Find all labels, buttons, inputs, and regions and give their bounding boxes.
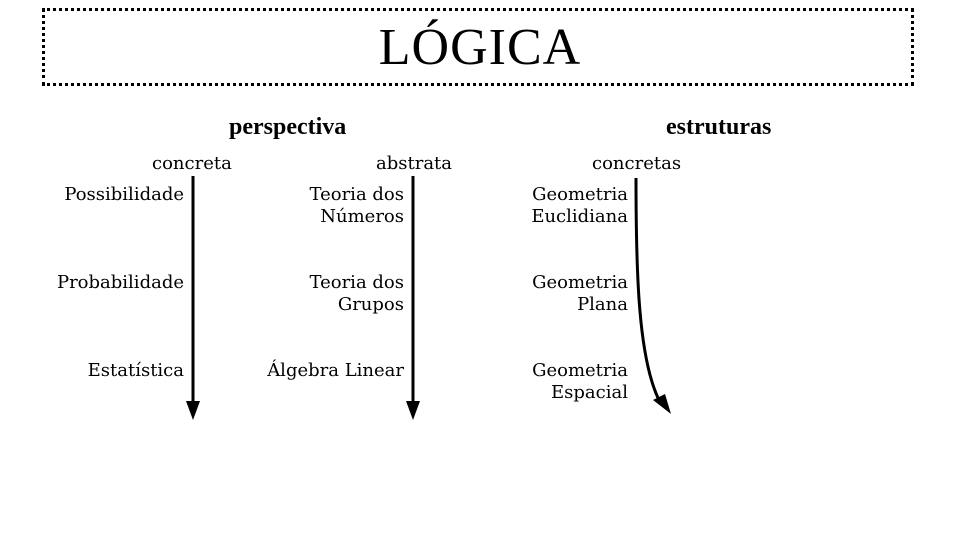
column-label-concreta: concreta	[152, 153, 232, 174]
arrow-head	[186, 401, 200, 420]
title-box	[42, 8, 914, 86]
list-item-line: Geometria	[532, 272, 628, 293]
arrow-abstrata	[406, 176, 420, 420]
arrow-head	[653, 394, 671, 414]
list-item-line: Grupos	[337, 294, 404, 315]
list-item-geometria-euclidiana: Geometria Euclidiana	[531, 184, 628, 228]
list-item-line: Geometria	[532, 360, 628, 381]
arrow-concretas	[634, 177, 671, 414]
list-item-geometria-espacial: Geometria Espacial	[532, 360, 628, 404]
list-item-possibilidade: Possibilidade	[64, 184, 184, 205]
list-item-probabilidade: Probabilidade	[56, 272, 184, 293]
list-item-line: Teoria dos	[309, 272, 404, 293]
list-item-algebra-linear: Álgebra Linear	[267, 360, 404, 382]
list-item-line: Plana	[577, 294, 628, 315]
list-item-line: Euclidiana	[531, 206, 628, 227]
arrow-shaft	[634, 177, 662, 403]
arrow-head	[406, 401, 420, 420]
list-item-estatistica: Estatística	[87, 360, 184, 381]
arrow-concreta	[186, 176, 200, 420]
column-label-concretas: concretas	[592, 153, 682, 174]
heading-estruturas: estruturas	[666, 114, 772, 140]
list-item-line: Geometria	[532, 184, 628, 205]
column-label-abstrata: abstrata	[376, 153, 453, 174]
list-item-teoria-dos-grupos: Teoria dos Grupos	[309, 272, 404, 316]
list-item-geometria-plana: Geometria Plana	[532, 272, 628, 316]
list-item-teoria-dos-numeros: Teoria dos Números	[309, 184, 404, 228]
heading-perspectiva: perspectiva	[229, 114, 347, 140]
list-item-line: Espacial	[551, 382, 628, 403]
list-item-line: Teoria dos	[309, 184, 404, 205]
list-item-line: Números	[320, 206, 404, 227]
page-title: LÓGICA	[378, 19, 582, 76]
list-item-line: Álgebra Linear	[267, 360, 404, 381]
